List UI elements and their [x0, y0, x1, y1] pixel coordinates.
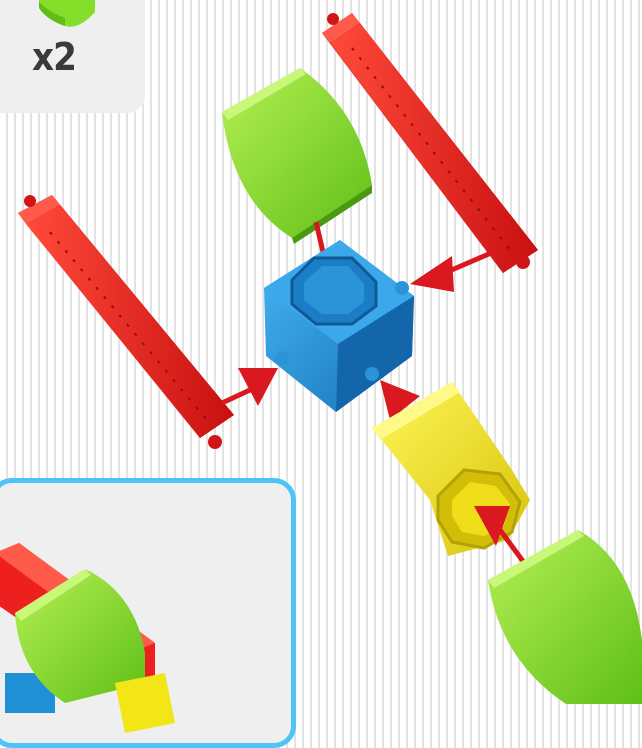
assembly-arrow-3 — [222, 368, 278, 406]
piece-count-label: x2 — [32, 35, 86, 79]
green-wedge-bottom — [488, 530, 642, 704]
red-beam-left — [18, 195, 234, 449]
assembled-preview-inset — [0, 478, 296, 748]
assembled-preview-drawing — [0, 483, 291, 743]
green-wedge-top — [222, 68, 372, 244]
assembly-arrow-2 — [410, 250, 498, 292]
green-wedge-piece-icon — [35, 0, 99, 28]
piece-count-panel: x2 — [0, 0, 145, 113]
